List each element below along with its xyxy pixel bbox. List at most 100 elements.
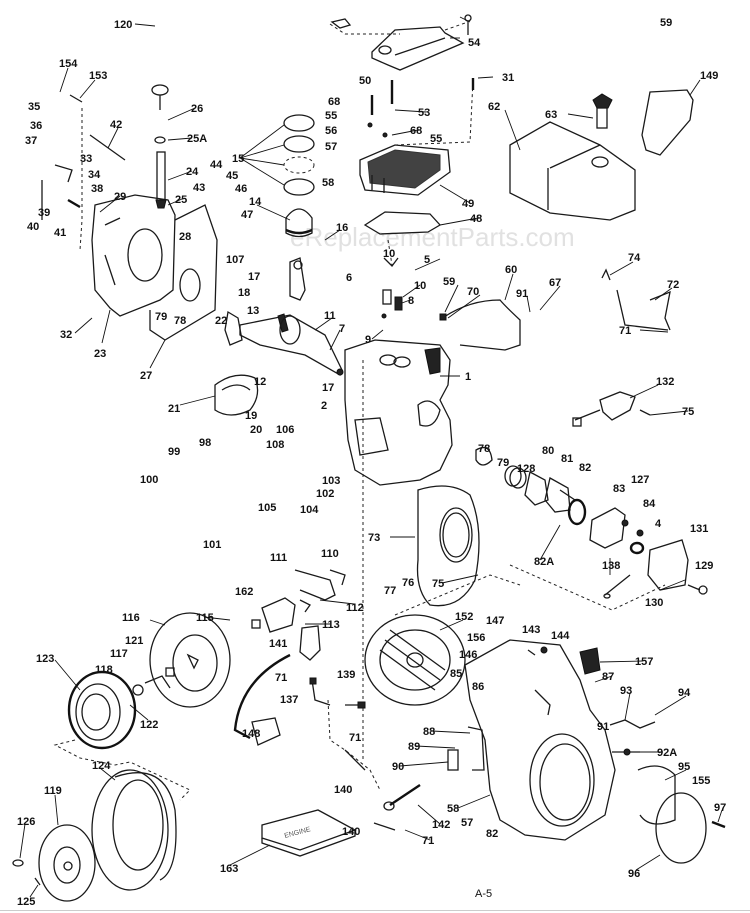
callout-57a: 57 xyxy=(325,141,337,153)
callout-7: 7 xyxy=(339,323,345,335)
callout-10b: 10 xyxy=(414,280,426,292)
callout-16: 16 xyxy=(336,222,348,234)
callout-108: 108 xyxy=(266,439,284,451)
callout-41: 41 xyxy=(54,227,66,239)
callout-25: 25 xyxy=(175,194,187,206)
callout-110: 110 xyxy=(321,548,339,560)
callout-60: 60 xyxy=(505,264,517,276)
callout-100: 100 xyxy=(140,474,158,486)
callout-13: 13 xyxy=(247,305,259,317)
callout-115: 115 xyxy=(196,612,214,624)
callout-97: 97 xyxy=(714,802,726,814)
callout-144: 144 xyxy=(551,630,570,642)
callout-8: 8 xyxy=(408,295,414,307)
wheel-hub-part-119 xyxy=(38,824,96,902)
callout-62: 62 xyxy=(488,101,500,113)
callout-57b: 57 xyxy=(461,817,473,829)
callout-148: 148 xyxy=(242,728,260,740)
callout-72: 72 xyxy=(667,279,679,291)
callout-75a: 75 xyxy=(682,406,694,418)
callout-68a: 68 xyxy=(328,96,340,108)
callout-25A: 25A xyxy=(187,133,207,145)
valve-springs-part xyxy=(381,257,403,319)
callout-138: 138 xyxy=(602,560,620,572)
callout-58a: 58 xyxy=(322,177,334,189)
callout-102: 102 xyxy=(316,488,334,500)
bracket-part-74-72 xyxy=(601,268,671,331)
callout-71c: 71 xyxy=(349,732,361,744)
callout-94: 94 xyxy=(678,687,691,699)
callout-96: 96 xyxy=(628,868,640,880)
assembly-line-shroud xyxy=(394,574,521,616)
callout-139: 139 xyxy=(337,669,355,681)
callout-163: 163 xyxy=(220,863,238,875)
tank-bracket-part-149 xyxy=(641,89,694,156)
callout-78b: 78 xyxy=(478,443,490,455)
callout-49: 49 xyxy=(462,198,474,210)
callout-26: 26 xyxy=(191,103,203,115)
callout-29: 29 xyxy=(114,191,126,203)
callout-152: 152 xyxy=(455,611,473,623)
switch-part-162 xyxy=(251,597,296,633)
callout-92A: 92A xyxy=(657,747,677,759)
rewind-starter-part-93 xyxy=(609,719,656,756)
pulley-part-116 xyxy=(149,612,231,708)
callout-75b: 75 xyxy=(432,578,444,590)
gasket-part-88-90 xyxy=(447,726,485,771)
callout-124: 124 xyxy=(92,760,111,772)
callout-98: 98 xyxy=(199,437,211,449)
callout-122: 122 xyxy=(140,719,158,731)
page-label: A-5 xyxy=(475,888,492,900)
callout-70: 70 xyxy=(467,286,479,298)
screw-part-59 xyxy=(464,14,472,35)
cylinder-head-part xyxy=(359,144,451,196)
watermark: eReplacementParts.com xyxy=(290,222,575,252)
pin-part-125 xyxy=(34,877,41,886)
gasket-part-27 xyxy=(149,204,218,341)
callout-76: 76 xyxy=(402,577,414,589)
flywheel-part-152 xyxy=(364,614,466,706)
callout-123: 123 xyxy=(36,653,54,665)
callout-20: 20 xyxy=(250,424,262,436)
callout-55b: 55 xyxy=(430,133,442,145)
callout-27: 27 xyxy=(140,370,152,382)
callout-142: 142 xyxy=(432,819,450,831)
callout-24: 24 xyxy=(186,166,199,178)
callout-156: 156 xyxy=(467,632,485,644)
governor-linkage-part xyxy=(41,94,126,251)
callout-21: 21 xyxy=(168,403,180,415)
callout-5: 5 xyxy=(424,254,430,266)
callout-116: 116 xyxy=(122,612,140,624)
callout-34: 34 xyxy=(88,169,101,181)
svg-text:ENGINE: ENGINE xyxy=(284,826,312,840)
callout-78a: 78 xyxy=(174,315,186,327)
callout-11: 11 xyxy=(324,310,336,322)
callout-77: 77 xyxy=(384,585,396,597)
callout-82A: 82A xyxy=(534,556,554,568)
tire-part-124 xyxy=(91,769,177,891)
callout-85: 85 xyxy=(450,668,462,680)
callout-47: 47 xyxy=(241,209,253,221)
callout-17b: 17 xyxy=(322,382,334,394)
fastener-part-142 xyxy=(383,784,421,811)
callout-59a: 59 xyxy=(660,17,672,29)
callout-63: 63 xyxy=(545,109,557,121)
callout-137: 137 xyxy=(280,694,298,706)
callout-140b: 140 xyxy=(342,826,360,838)
callout-83: 83 xyxy=(613,483,625,495)
callout-68b: 68 xyxy=(410,125,422,137)
callout-46: 46 xyxy=(235,183,247,195)
callout-39: 39 xyxy=(38,207,50,219)
callout-2: 2 xyxy=(321,400,327,412)
callout-130: 130 xyxy=(645,597,663,609)
callout-111: 111 xyxy=(270,552,287,564)
callout-131: 131 xyxy=(690,523,708,535)
callout-39a: 33 xyxy=(80,153,92,165)
callout-143: 143 xyxy=(522,624,540,636)
bracket-part-141 xyxy=(299,625,321,661)
head-bolts-part xyxy=(367,78,475,146)
callout-118: 118 xyxy=(95,664,113,676)
callout-22: 22 xyxy=(215,315,227,327)
callout-82b: 82 xyxy=(486,828,498,840)
leader-lines xyxy=(19,16,723,898)
